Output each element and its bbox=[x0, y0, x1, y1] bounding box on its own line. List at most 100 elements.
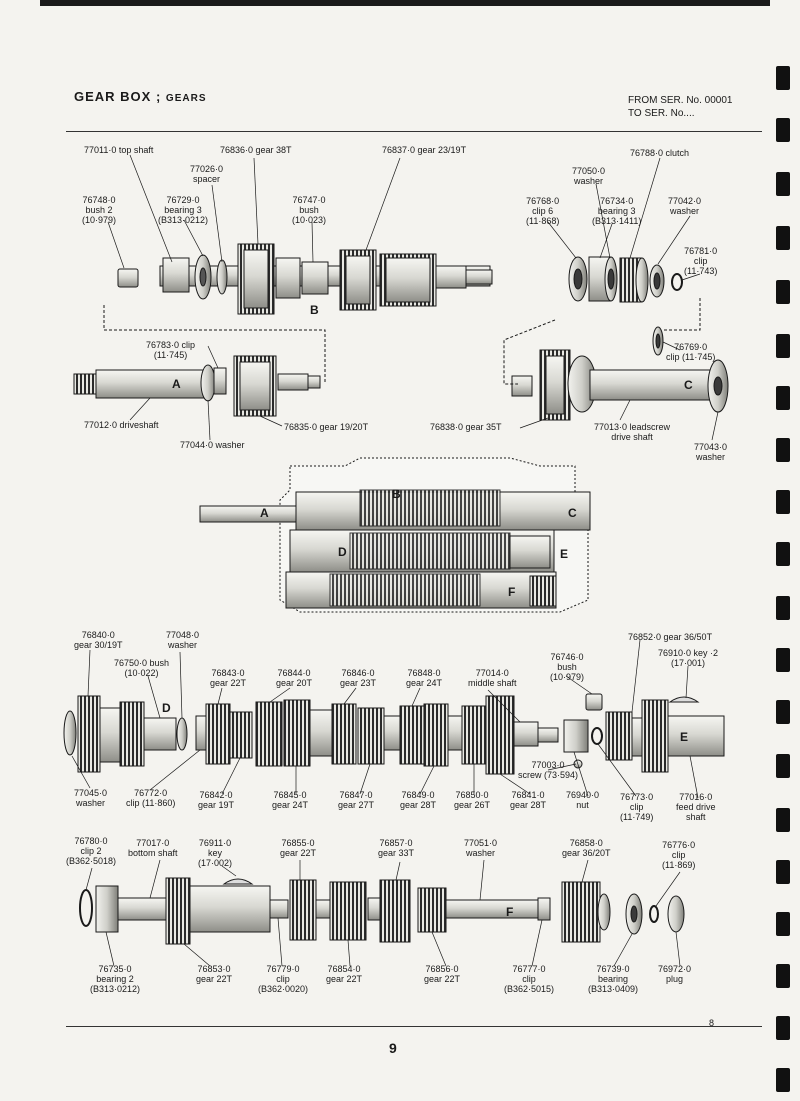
clip-76779 bbox=[269, 899, 289, 919]
gear-76846 bbox=[331, 703, 357, 765]
washer-77044 bbox=[200, 364, 216, 402]
part-label: 76780·0 clip 2 (B362·5018) bbox=[66, 836, 117, 866]
part-label: 76769·0 clip (11·745) bbox=[666, 342, 716, 362]
clip-76773 bbox=[591, 727, 603, 745]
spacer-77026 bbox=[216, 259, 228, 295]
part-label: 76911·0 key (17·002) bbox=[198, 838, 233, 868]
part-label: 76837·0 gear 23/19T bbox=[382, 145, 467, 155]
key-76910 bbox=[668, 696, 700, 703]
driveshaft-77012 bbox=[95, 369, 207, 399]
gear-76855 bbox=[289, 879, 317, 941]
bush-76750 bbox=[143, 717, 177, 751]
binder-tab bbox=[776, 118, 790, 142]
section-letter-a-assembly: A bbox=[260, 506, 269, 520]
binder-tab bbox=[776, 860, 790, 884]
section-letter-a: A bbox=[172, 377, 181, 391]
part-label: 76840·0 gear 30/19T bbox=[74, 630, 123, 650]
gear-76842 bbox=[229, 711, 253, 759]
footer-code: 8 bbox=[709, 1018, 715, 1028]
part-label: 76842·0 gear 19T bbox=[198, 790, 235, 810]
part-label: 76847·0 gear 27T bbox=[338, 790, 375, 810]
gear-76849 bbox=[423, 703, 449, 767]
binder-tab bbox=[776, 1016, 790, 1040]
part-label: 76848·0 gear 24T bbox=[406, 668, 443, 688]
part-label: 76850·0 gear 26T bbox=[454, 790, 491, 810]
gear-76848 bbox=[399, 705, 425, 765]
bottom-shaft-assembly bbox=[79, 877, 685, 945]
part-label: 76773·0 clip (11·749) bbox=[620, 792, 654, 822]
binder-tab bbox=[776, 542, 790, 566]
part-label: 76910·0 key ·2 (17·001) bbox=[658, 648, 719, 668]
part-label: 77048·0 washer bbox=[166, 630, 200, 650]
washer-77045 bbox=[63, 710, 77, 756]
binder-tab bbox=[776, 648, 790, 672]
binder-tab bbox=[776, 912, 790, 936]
middle-shaft-assembly bbox=[63, 693, 725, 775]
part-label: 76776·0 clip (11·869) bbox=[662, 840, 696, 870]
key-76911 bbox=[222, 878, 254, 885]
part-label: 76940·0 nut bbox=[566, 790, 600, 810]
binder-tab bbox=[776, 386, 790, 410]
gear-76857 bbox=[379, 879, 411, 943]
section-letter-d-assembly: D bbox=[338, 545, 347, 559]
section-letter-f-assembly: F bbox=[508, 585, 515, 599]
part-label: 76854·0 gear 22T bbox=[326, 964, 363, 984]
part-label: 77043·0 washer bbox=[694, 442, 728, 462]
gear-76840 bbox=[77, 695, 101, 773]
part-label: 77013·0 leadscrew drive shaft bbox=[594, 422, 671, 442]
part-label: 76747·0 bush (10·023) bbox=[292, 195, 327, 225]
binder-tab bbox=[776, 1068, 790, 1092]
part-label: 76843·0 gear 22T bbox=[210, 668, 247, 688]
assembled-gearbox bbox=[199, 457, 591, 613]
page-title: GEAR BOX ; GEARS bbox=[74, 89, 206, 104]
clip-76783 bbox=[213, 367, 227, 395]
binder-tab bbox=[776, 226, 790, 250]
part-label: 77044·0 washer bbox=[180, 440, 245, 450]
part-label: 76838·0 gear 35T bbox=[430, 422, 502, 432]
part-label: 76835·0 gear 19/20T bbox=[284, 422, 369, 432]
part-label: 76858·0 gear 36/20T bbox=[562, 838, 611, 858]
gear-76853 bbox=[165, 877, 191, 945]
part-label: 76849·0 gear 28T bbox=[400, 790, 437, 810]
part-label: 76779·0 clip (B362·0020) bbox=[258, 964, 309, 994]
part-label: 77042·0 washer bbox=[668, 196, 702, 216]
bush-76748 bbox=[117, 268, 139, 288]
part-label: 76972·0 plug bbox=[658, 964, 692, 984]
title-sub: GEARS bbox=[165, 93, 207, 104]
bottom-shaft-77017 bbox=[117, 897, 167, 921]
clip-76781 bbox=[671, 273, 683, 291]
section-letter-e: E bbox=[680, 730, 688, 744]
part-label: 76845·0 gear 24T bbox=[272, 790, 309, 810]
part-label: 76855·0 gear 22T bbox=[280, 838, 317, 858]
gear-76843 bbox=[205, 703, 231, 765]
leader-lines bbox=[71, 154, 719, 967]
part-label: 76856·0 gear 22T bbox=[424, 964, 461, 984]
part-label: 76748·0 bush 2 (10·979) bbox=[82, 195, 117, 225]
part-label: 76841·0 gear 28T bbox=[510, 790, 547, 810]
header-rule bbox=[66, 131, 762, 132]
part-label: 77012·0 driveshaft bbox=[84, 420, 159, 430]
section-letter-f: F bbox=[506, 905, 513, 919]
page-number: 9 bbox=[389, 1040, 397, 1056]
part-label: 77017·0 bottom shaft bbox=[128, 838, 178, 858]
part-label: 76772·0 clip (11·860) bbox=[126, 788, 176, 808]
part-label: 77003·0 screw (73·594) bbox=[518, 760, 579, 780]
part-label: 76750·0 bush (10·022) bbox=[114, 658, 170, 678]
section-letter-e-assembly: E bbox=[560, 547, 568, 561]
section-letter-c: C bbox=[684, 378, 693, 392]
part-label: 77014·0 middle shaft bbox=[468, 668, 517, 688]
part-label: 77051·0 washer bbox=[464, 838, 498, 858]
section-letter-d: D bbox=[162, 701, 171, 715]
drive-shaft-assembly bbox=[73, 355, 321, 417]
part-label: 77016·0 feed drive shaft bbox=[676, 792, 716, 822]
feed-drive-shaft-77016 bbox=[667, 715, 725, 757]
serial-from: FROM SER. No. 00001 bbox=[628, 95, 733, 106]
clip-76772 bbox=[195, 715, 207, 751]
bush-76746 bbox=[585, 693, 603, 711]
part-label: 77026·0 spacer bbox=[190, 164, 224, 184]
part-label: 76857·0 gear 33T bbox=[378, 838, 415, 858]
gear-76841 bbox=[485, 695, 515, 775]
part-label: 76729·0 bearing 3 (B313·0212) bbox=[158, 195, 209, 225]
binder-tab bbox=[776, 964, 790, 988]
